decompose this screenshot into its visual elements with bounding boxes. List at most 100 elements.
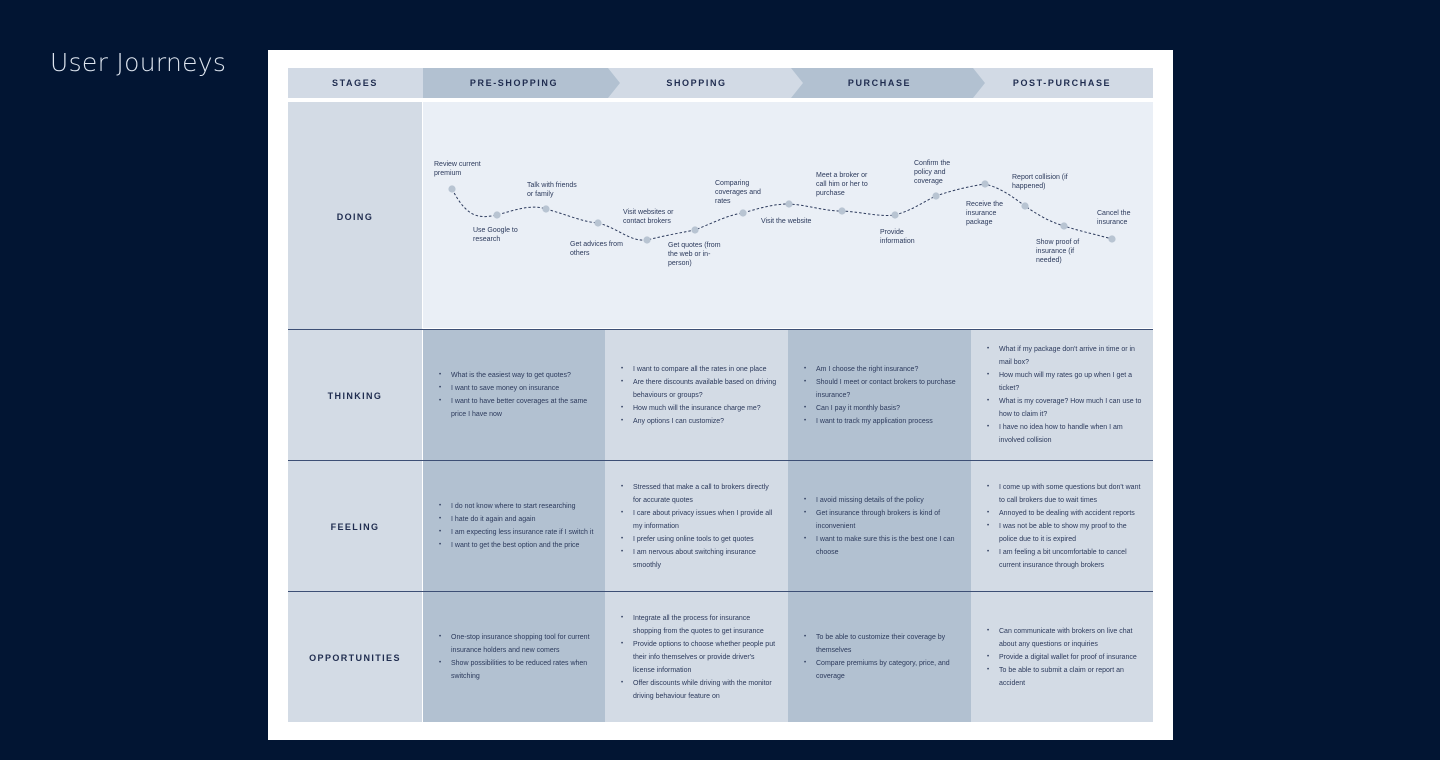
thinking-item: I want to compare all the rates in one p… [621,363,778,376]
opportunities-cell: Integrate all the process for insurance … [605,592,788,722]
journey-step-dot [493,211,501,219]
thinking-item: What if my package don't arrive in time … [987,343,1143,369]
feeling-item: I hate do it again and again [439,513,593,526]
thinking-item: Can I pay it monthly basis? [804,402,961,415]
feeling-item: Stressed that make a call to brokers dir… [621,481,778,507]
journey-step-dot [785,200,793,208]
journey-step-dot [1021,202,1029,210]
opportunities-item: Provide a digital wallet for proof of in… [987,651,1143,664]
journey-step-dot [448,185,456,193]
row-label-doing: DOING [336,212,374,222]
feeling-list: I come up with some questions but don't … [987,481,1143,572]
thinking-item: What is my coverage? How much I can use … [987,395,1143,421]
feeling-item: I do not know where to start researching [439,500,593,513]
opportunities-item: Can communicate with brokers on live cha… [987,625,1143,651]
opportunities-item: Offer discounts while driving with the m… [621,677,778,703]
row-label-opportunities: OPPORTUNITIES [309,653,401,663]
feeling-item: I care about privacy issues when I provi… [621,507,778,533]
feeling-item: I am expecting less insurance rate if I … [439,526,593,539]
thinking-item: I want to have better coverages at the s… [439,395,595,421]
opportunities-list: To be able to customize their coverage b… [804,631,961,683]
row-separator [288,329,1153,330]
opportunities-cell: One-stop insurance shopping tool for cur… [423,592,605,722]
journey-step-dot [643,236,651,244]
thinking-cell: What is the easiest way to get quotes?I … [423,330,605,460]
thinking-item: How much will the insurance charge me? [621,402,778,415]
thinking-list: Am I choose the right insurance?Should I… [804,363,961,428]
opportunities-item: Compare premiums by category, price, and… [804,657,961,683]
thinking-list: What is the easiest way to get quotes?I … [439,369,595,421]
opportunities-item: To be able to customize their coverage b… [804,631,961,657]
journey-step-dot [1108,235,1116,243]
feeling-item: Annoyed to be dealing with accident repo… [987,507,1143,520]
journey-step-dot [691,226,699,234]
feeling-item: I avoid missing details of the policy [804,494,961,507]
feeling-item: I was not be able to show my proof to th… [987,520,1143,546]
stage-label-post-purchase: POST-PURCHASE [1012,78,1112,88]
stages-header: STAGES PRE-SHOPPING SHOPPING PURCHASE PO… [288,68,1153,98]
thinking-item: How much will my rates go up when I get … [987,369,1143,395]
stage-chevron-pre-shopping [423,68,620,98]
opportunities-item: Show possibilities to be reduced rates w… [439,657,595,683]
feeling-cell: I avoid missing details of the policyGet… [788,461,971,591]
journey-step-dot [891,211,899,219]
thinking-item: Any options I can customize? [621,415,778,428]
feeling-item: I prefer using online tools to get quote… [621,533,778,546]
row-label-feeling: FEELING [330,522,380,532]
page-title: User Journeys [50,48,227,77]
thinking-item: Are there discounts available based on d… [621,376,778,402]
opportunities-item: Provide options to choose whether people… [621,638,778,677]
thinking-cell: What if my package don't arrive in time … [971,330,1153,460]
stage-label-pre-shopping: PRE-SHOPPING [469,78,559,88]
thinking-item: Am I choose the right insurance? [804,363,961,376]
row-separator [288,591,1153,592]
thinking-item: I want to track my application process [804,415,961,428]
thinking-cell: I want to compare all the rates in one p… [605,330,788,460]
journey-step-dot [542,205,550,213]
opportunities-cell: Can communicate with brokers on live cha… [971,592,1153,722]
thinking-item: Should I meet or contact brokers to purc… [804,376,961,402]
feeling-cell: I come up with some questions but don't … [971,461,1153,591]
row-label-thinking: THINKING [327,391,383,401]
feeling-item: I come up with some questions but don't … [987,481,1143,507]
row-separator [288,460,1153,461]
feeling-cell: Stressed that make a call to brokers dir… [605,461,788,591]
feeling-list: Stressed that make a call to brokers dir… [621,481,778,572]
thinking-item: I have no idea how to handle when I am i… [987,421,1143,447]
journey-step-dot [594,219,602,227]
journey-step-dot [932,192,940,200]
feeling-list: I avoid missing details of the policyGet… [804,494,961,559]
journey-step-dot [838,207,846,215]
feeling-item: I am feeling a bit uncomfortable to canc… [987,546,1143,572]
stage-label-shopping: SHOPPING [666,78,727,88]
stage-chevrons [423,68,985,98]
journey-step-dot [981,180,989,188]
thinking-list: What if my package don't arrive in time … [987,343,1143,447]
opportunities-item: To be able to submit a claim or report a… [987,664,1143,690]
opportunities-item: One-stop insurance shopping tool for cur… [439,631,595,657]
row-label-column [288,102,422,722]
opportunities-cell: To be able to customize their coverage b… [788,592,971,722]
feeling-cell: I do not know where to start researching… [423,461,605,591]
opportunities-list: One-stop insurance shopping tool for cur… [439,631,595,683]
feeling-item: I want to make sure this is the best one… [804,533,961,559]
opportunities-list: Integrate all the process for insurance … [621,612,778,703]
thinking-item: What is the easiest way to get quotes? [439,369,595,382]
thinking-list: I want to compare all the rates in one p… [621,363,778,428]
journey-step-dot [739,209,747,217]
thinking-item: I want to save money on insurance [439,382,595,395]
